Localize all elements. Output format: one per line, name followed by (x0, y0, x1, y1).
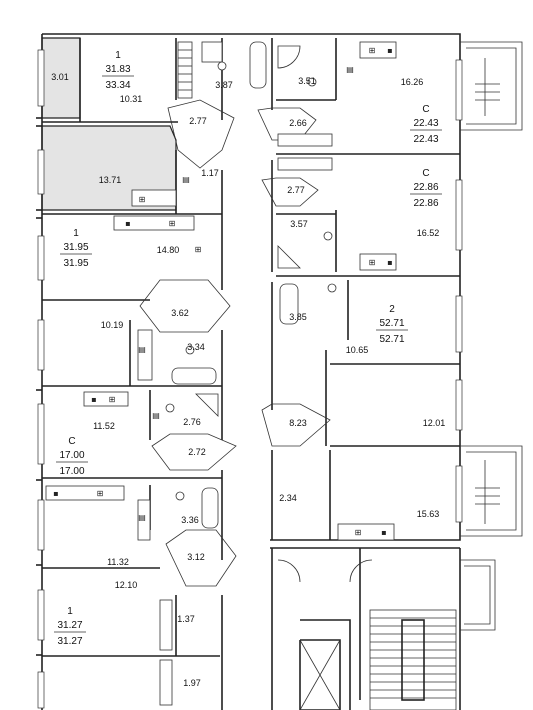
apt-2-area: 22.43 (413, 118, 438, 129)
stove-icon: ⊞ (369, 46, 376, 55)
stove-icon: ⊞ (369, 258, 376, 267)
room-area: 2.66 (289, 118, 307, 128)
room-area: 3.85 (289, 312, 307, 322)
apartment-labels: 1 31.83 33.34 C 22.43 22.43 C 22.86 22.8… (54, 50, 442, 647)
room-area: 3.12 (187, 552, 205, 562)
room-area: 13.71 (99, 175, 122, 185)
room-area: 3.51 (298, 76, 316, 86)
room-area: 3.57 (290, 219, 308, 229)
room-area: 10.65 (346, 345, 369, 355)
windows (37, 49, 463, 709)
room-labels: 3.01 10.31 3.87 2.77 3.51 2.66 16.26 13.… (51, 72, 445, 688)
apt-7-rooms: 1 (67, 606, 73, 617)
fridge-icon: ▤ (346, 65, 354, 74)
room-area: 14.80 (157, 245, 180, 255)
stove-icon: ⊞ (109, 395, 116, 404)
vestibules (139, 99, 331, 587)
room-area: 12.01 (423, 418, 446, 428)
balconies (460, 41, 523, 631)
appliance-icons: ⊞ ▪ ⊞ ▤ ▪ ⊞ ⊞ ▪ ▤ ⊞ ⊞ ▪ ▪ ⊞ ▪ ⊞ ▤ ▤ ▤ (53, 46, 392, 537)
stove-icon: ⊞ (355, 528, 362, 537)
apt-4-area-total: 31.95 (63, 258, 88, 269)
apt-5-area-total: 52.71 (379, 334, 404, 345)
apt-6-area-total: 17.00 (59, 466, 84, 477)
fridge-icon: ▤ (182, 175, 190, 184)
sink-icon: ▪ (387, 258, 392, 267)
room-area: 1.17 (201, 168, 219, 178)
apt-5-rooms: 2 (389, 304, 395, 315)
room-area: 3.34 (187, 342, 205, 352)
room-area: 12.10 (115, 580, 138, 590)
kitchen-counters (45, 41, 397, 541)
apt-5-area: 52.71 (379, 318, 404, 329)
apt-3-rooms: C (422, 168, 429, 179)
apt-7-area: 31.27 (57, 620, 82, 631)
room-area: 2.77 (189, 116, 207, 126)
apt-3-area: 22.86 (413, 182, 438, 193)
sink-icon: ▪ (53, 489, 58, 498)
room-area: 3.87 (215, 80, 233, 90)
room-area: 3.36 (181, 515, 199, 525)
room-area: 11.52 (93, 421, 115, 431)
sink-icon: ▪ (387, 46, 392, 55)
wardrobes (137, 41, 333, 706)
room-area: 2.77 (287, 185, 305, 195)
room-area: 2.34 (279, 493, 297, 503)
room-area: 8.23 (289, 418, 307, 428)
apt-2-rooms: C (422, 104, 429, 115)
stove-icon: ⊞ (169, 219, 176, 228)
fridge-icon: ▤ (138, 513, 146, 522)
stove-icon: ⊞ (97, 489, 104, 498)
apt-6-area: 17.00 (59, 450, 84, 461)
room-area: 2.76 (183, 417, 201, 427)
room-area: 3.01 (51, 72, 69, 82)
apt-4-area: 31.95 (63, 242, 88, 253)
stairwell (271, 548, 457, 710)
room-area: 11.32 (107, 557, 129, 567)
sink-icon: ▪ (381, 528, 386, 537)
apt-1-area-total: 33.34 (105, 80, 130, 91)
room-area: 15.63 (417, 509, 440, 519)
apt-1-rooms: 1 (115, 50, 121, 61)
apt-2-area-total: 22.43 (413, 134, 438, 145)
sink-icon: ▪ (91, 395, 96, 404)
fridge-icon: ▤ (138, 345, 146, 354)
apt-7-area-total: 31.27 (57, 636, 82, 647)
room-area: 1.97 (183, 678, 201, 688)
apt-3-area-total: 22.86 (413, 198, 438, 209)
fridge-icon: ▤ (152, 411, 160, 420)
bath-fixtures (165, 41, 337, 529)
sink-icon: ▪ (125, 219, 130, 228)
room-area: 3.62 (171, 308, 189, 318)
room-area: 10.31 (120, 94, 143, 104)
apt-1-area: 31.83 (105, 64, 130, 75)
room-area: 2.72 (188, 447, 206, 457)
apt-4-rooms: 1 (73, 228, 79, 239)
left-walls (42, 38, 223, 710)
room-area: 16.52 (417, 228, 440, 238)
apt-6-rooms: C (68, 436, 75, 447)
stove-icon: ⊞ (139, 195, 146, 204)
right-walls (271, 38, 460, 540)
room-area: 10.19 (101, 320, 124, 330)
stove-icon: ⊞ (195, 245, 202, 254)
room-area: 16.26 (401, 77, 424, 87)
room-area: 1.37 (177, 614, 195, 624)
